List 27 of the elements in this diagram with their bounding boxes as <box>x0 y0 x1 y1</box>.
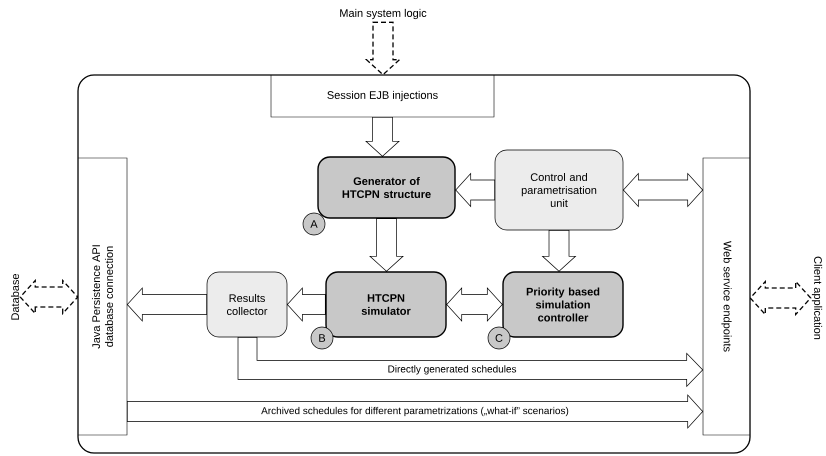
module-box: HTCPN simulator <box>325 271 447 338</box>
block-arrow <box>126 287 207 322</box>
block-arrow <box>542 230 576 272</box>
component-box: Java Persistence API database connection <box>78 158 128 436</box>
dashed-block-arrow <box>749 280 812 316</box>
dashed-block-arrow <box>19 278 79 316</box>
input-label: Main system logic <box>340 8 426 20</box>
block-arrow <box>286 287 326 322</box>
block-arrow <box>622 172 704 208</box>
side-label: Client application <box>812 256 822 340</box>
side-label: Database <box>10 274 20 320</box>
block-arrow <box>238 337 704 388</box>
module-box: Results collector <box>206 272 288 338</box>
module-box: Control and parametrisation unit <box>494 150 624 230</box>
component-box: Web service endpoints <box>702 158 750 436</box>
arrow-label: Directly generated schedules <box>386 364 518 376</box>
block-arrow <box>455 172 496 208</box>
block-arrow <box>446 287 503 322</box>
block-arrow <box>369 218 404 272</box>
system-frame <box>77 74 751 454</box>
block-arrow <box>126 394 704 429</box>
module-box: Generator of HTCPN structure <box>317 156 456 219</box>
dashed-block-arrow <box>364 22 402 76</box>
block-arrow <box>365 116 400 157</box>
arrow-label: Archived schedules for different parametrizations („what-if” scenarios) <box>260 406 570 418</box>
module-box: Priority based simulation controller <box>502 271 624 338</box>
component-box: Session EJB injections <box>270 74 494 118</box>
